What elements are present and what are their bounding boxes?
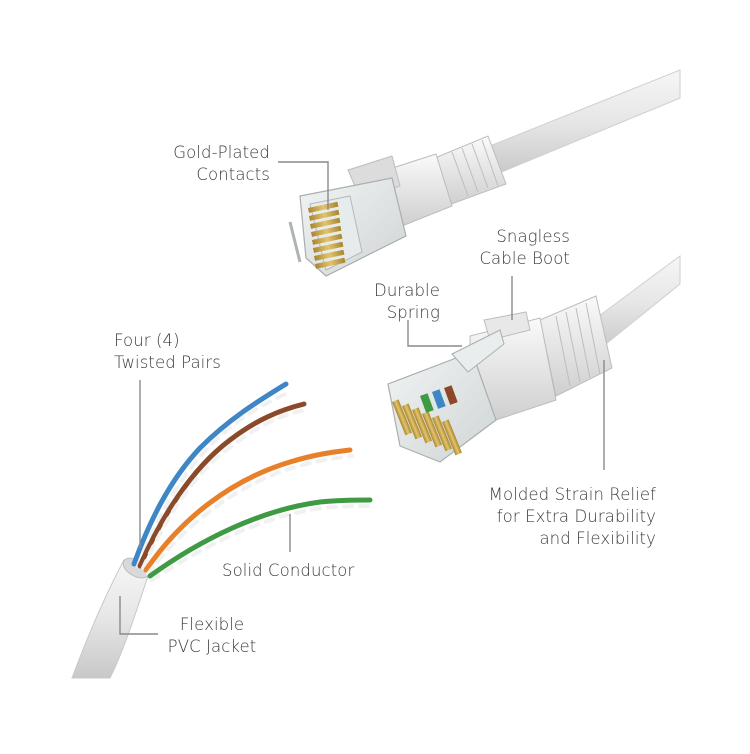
gold-plated-contacts — [308, 201, 346, 269]
label-snagless-line1: Snagless — [496, 227, 570, 246]
label-solid-conductor: Solid Conductor — [222, 560, 362, 582]
twisted-pairs — [131, 381, 374, 582]
label-strain-line3: and Flexibility — [539, 529, 656, 548]
bottom-wire-colors — [420, 385, 458, 413]
label-strain-line2: for Extra Durability — [496, 507, 656, 526]
cut-cable — [71, 381, 374, 679]
pvc-jacket — [71, 559, 149, 679]
label-snagless-cable-boot: Snagless Cable Boot — [458, 226, 570, 270]
label-twisted-line2: Twisted Pairs — [114, 353, 221, 372]
pair-orange — [143, 447, 353, 573]
bottom-connector — [387, 255, 681, 463]
pair-green — [147, 497, 373, 579]
label-strain-line1: Molded Strain Relief — [488, 485, 656, 504]
label-pvc-line1: Flexible — [179, 615, 245, 634]
top-cable — [479, 69, 681, 177]
label-solid-line1: Solid Conductor — [222, 561, 355, 580]
leader-gold-plated — [278, 161, 329, 210]
top-connector — [288, 69, 681, 277]
label-twisted-line1: Four (4) — [114, 331, 180, 350]
durable-spring-latch — [451, 329, 505, 373]
label-durable-line1: Durable — [374, 281, 440, 300]
label-pvc-line2: PVC Jacket — [167, 637, 257, 656]
label-gold-plated-contacts: Gold-Plated Contacts — [148, 142, 270, 186]
pair-brown — [137, 401, 307, 569]
label-snagless-line2: Cable Boot — [479, 249, 570, 268]
label-molded-strain-relief: Molded Strain Relief for Extra Durabilit… — [470, 484, 656, 550]
leader-lines — [119, 161, 605, 635]
label-gold-plated-line2: Contacts — [196, 165, 270, 184]
leader-pvc-jacket — [119, 596, 158, 635]
label-four-twisted-pairs: Four (4) Twisted Pairs — [114, 330, 244, 374]
pair-blue — [131, 381, 289, 567]
label-durable-line2: Spring — [386, 303, 440, 322]
label-durable-spring: Durable Spring — [360, 280, 440, 324]
bottom-contacts — [392, 399, 462, 456]
leader-durable-spring — [407, 320, 462, 347]
label-gold-plated-line1: Gold-Plated — [173, 143, 270, 162]
label-flexible-pvc-jacket: Flexible PVC Jacket — [160, 614, 264, 658]
